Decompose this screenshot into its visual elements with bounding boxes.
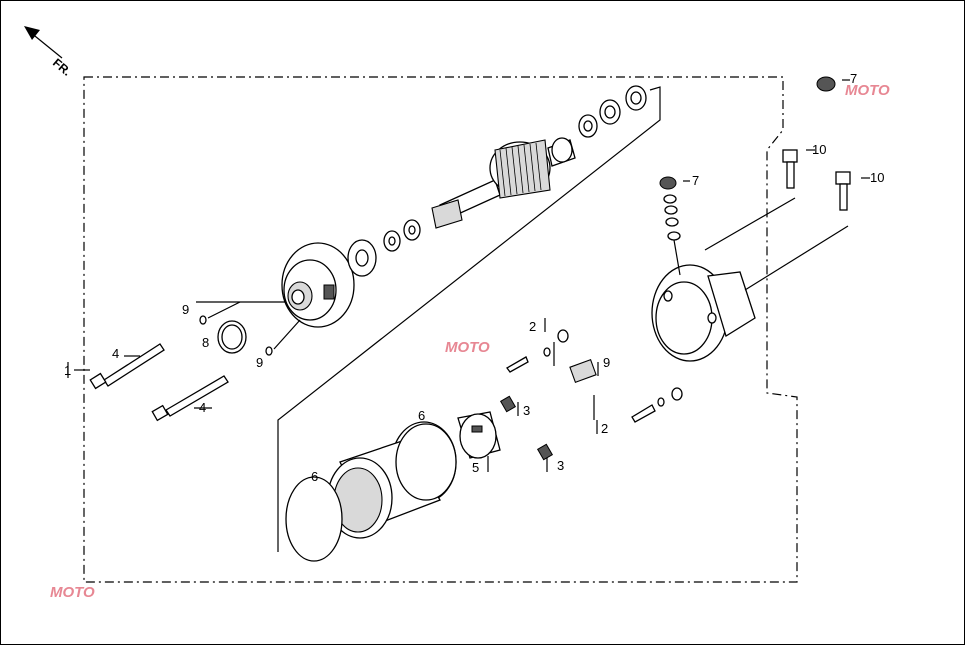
- armature-washers: [383, 85, 647, 252]
- callout-5: 5: [472, 460, 479, 475]
- callout-2-lower: 2: [601, 421, 608, 436]
- terminal-nut-stack: [659, 176, 681, 276]
- callout-6-lower: 6: [311, 469, 318, 484]
- screw-set-upper: [506, 329, 569, 373]
- callout-9-middle: 9: [256, 355, 263, 370]
- yoke-o-ring-front: [285, 476, 343, 562]
- callout-4-lower: 4: [199, 400, 206, 415]
- watermark-logo: MOTO MOTO MOTO: [50, 82, 890, 601]
- svg-text:MOTO: MOTO: [445, 339, 490, 356]
- assembly-boundary: [83, 76, 798, 583]
- callout-3-lower: 3: [557, 458, 564, 473]
- armature-group-outline: [196, 86, 661, 552]
- terminal-plate: [569, 359, 597, 383]
- callout-3-upper: 3: [523, 403, 530, 418]
- flange-nut: [816, 76, 836, 92]
- brush-holder: [457, 411, 501, 459]
- callout-9-right: 9: [603, 355, 610, 370]
- svg-text:MOTO: MOTO: [845, 82, 890, 99]
- svg-text:MOTO: MOTO: [50, 584, 95, 601]
- through-bolt-lower: [151, 375, 229, 422]
- through-bolt-upper: [89, 343, 165, 390]
- mounting-bolt-1: [782, 149, 798, 189]
- callout-1: 1: [64, 363, 71, 378]
- o-ring-small: [199, 315, 207, 325]
- o-ring-small: [265, 346, 273, 356]
- armature: [431, 137, 576, 229]
- brush-upper: [499, 395, 517, 413]
- brush-lower: [536, 443, 554, 461]
- front-cover: [281, 242, 355, 328]
- callout-8: 8: [202, 335, 209, 350]
- callout-10-upper: 10: [812, 142, 826, 157]
- callout-2-upper: 2: [529, 319, 536, 334]
- yoke-o-ring-rear: [395, 423, 457, 501]
- brush-holder-plate: [347, 239, 377, 277]
- callout-6-upper: 6: [418, 408, 425, 423]
- callout-labels: 1 2 2 3 3 4 4 5 6 6 7 7 8 9 9 9 10 10: [64, 71, 884, 484]
- callout-7-upper: 7: [850, 71, 857, 86]
- screw-set-lower: [593, 387, 683, 423]
- rear-cover: [651, 197, 849, 362]
- mounting-bolt-2: [835, 171, 851, 211]
- leader-lines: [67, 79, 870, 472]
- callout-7-lower: 7: [692, 173, 699, 188]
- callout-9-upper: 9: [182, 302, 189, 317]
- callout-10-lower: 10: [870, 170, 884, 185]
- callout-4-upper: 4: [112, 346, 119, 361]
